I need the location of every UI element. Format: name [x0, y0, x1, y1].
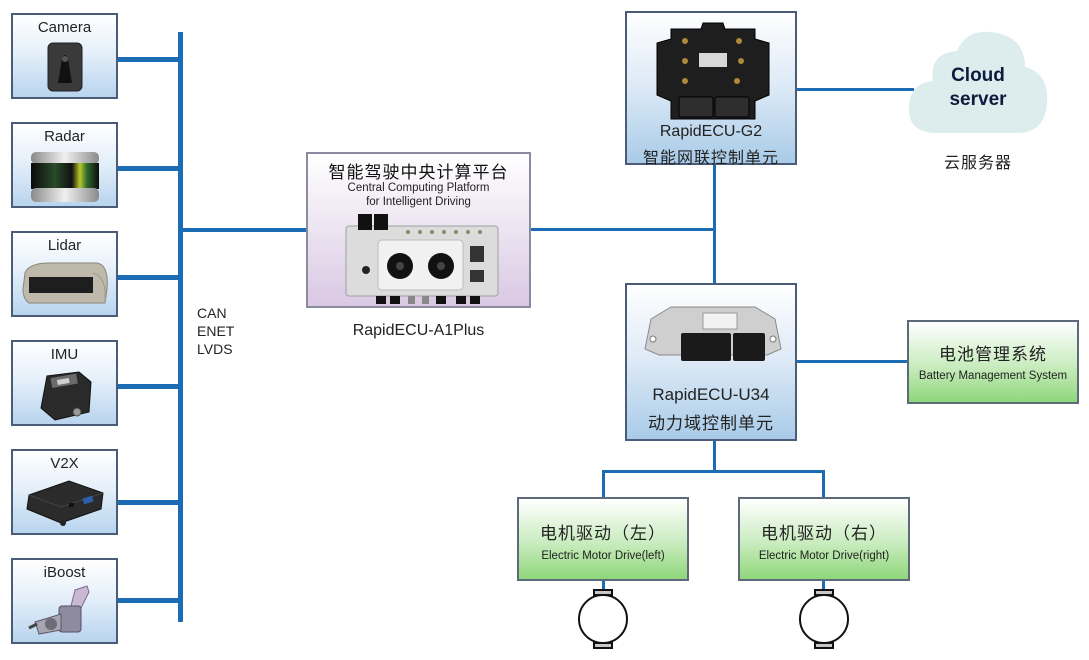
rapidecu-u34[interactable]: RapidECU-U34 动力域控制单元 — [625, 283, 797, 441]
bus-link-v2x — [118, 500, 180, 505]
motor-drive-left-title-en: Electric Motor Drive(left) — [541, 550, 665, 562]
motor-drive-left[interactable]: 电机驱动（左） Electric Motor Drive(left) — [517, 497, 689, 581]
central-title-en-1: Central Computing Platform — [347, 182, 490, 194]
battery-management-system[interactable]: 电池管理系统 Battery Management System — [907, 320, 1079, 404]
link-g2-u34 — [713, 165, 716, 283]
radar-icon — [30, 152, 99, 202]
motor-drive-left-title-cn: 电机驱动（左） — [540, 524, 666, 543]
central-computing-platform[interactable]: 智能驾驶中央计算平台 Central Computing Platform fo… — [306, 152, 531, 308]
central-title-cn: 智能驾驶中央计算平台 — [328, 163, 509, 182]
imu-icon — [39, 371, 92, 421]
sensor-iboost[interactable]: iBoost — [11, 558, 118, 644]
motor-right-icon — [799, 594, 849, 644]
bus-link-iboost — [118, 598, 180, 603]
link-u34-bms — [796, 360, 908, 363]
motor-drive-right-title-cn: 电机驱动（右） — [761, 524, 887, 543]
cloud-title-line1: Cloud — [951, 65, 1005, 86]
sensor-label: iBoost — [43, 564, 86, 581]
link-g2-cloud — [796, 88, 914, 91]
motor-left-bottom-cap — [593, 642, 613, 649]
protocol-lvds: LVDS — [197, 341, 233, 357]
motor-right-bottom-cap — [814, 642, 834, 649]
link-motor-left — [602, 580, 605, 590]
g2-desc-cn: 智能网联控制单元 — [642, 150, 779, 167]
g2-ecu-icon — [656, 22, 770, 120]
u34-model-label: RapidECU-U34 — [652, 385, 770, 404]
bus-link-central — [180, 228, 307, 232]
cloud-label-cn: 云服务器 — [943, 155, 1012, 172]
u34-ecu-icon — [644, 306, 782, 361]
sensor-label: IMU — [50, 346, 79, 363]
rapidecu-g2[interactable]: RapidECU-G2 智能网联控制单元 — [625, 11, 797, 167]
sensor-label: Radar — [44, 128, 85, 145]
sensor-radar[interactable]: Radar — [11, 122, 118, 208]
iboost-icon — [27, 585, 90, 635]
link-u34-down — [713, 440, 716, 472]
sensor-camera[interactable]: Camera — [11, 13, 118, 99]
sensor-label: V2X — [50, 455, 79, 472]
sensor-lidar[interactable]: Lidar — [11, 231, 118, 317]
bus-link-lidar — [118, 275, 180, 280]
bus-link-imu — [118, 384, 180, 389]
sensor-v2x[interactable]: V2X — [11, 449, 118, 535]
central-model-label: RapidECU-A1Plus — [352, 322, 485, 339]
link-branch-right — [822, 470, 825, 498]
central-title-en-2: for Intelligent Driving — [366, 196, 471, 208]
sensor-imu[interactable]: IMU — [11, 340, 118, 426]
main-bus-line — [178, 32, 183, 622]
u34-desc-cn: 动力域控制单元 — [648, 414, 774, 433]
link-motor-right — [822, 580, 825, 590]
bus-link-radar — [118, 166, 180, 171]
cloud-title: Cloud server — [905, 64, 1051, 112]
link-central-to-trunk — [530, 228, 716, 231]
protocol-can: CAN — [197, 305, 227, 321]
motor-drive-right[interactable]: 电机驱动（右） Electric Motor Drive(right) — [738, 497, 910, 581]
v2x-icon — [25, 480, 104, 526]
bus-protocols: CAN ENET LVDS — [197, 304, 234, 358]
protocol-enet: ENET — [197, 323, 235, 339]
sensor-label: Lidar — [47, 237, 82, 254]
bms-title-cn: 电池管理系统 — [939, 345, 1047, 364]
motor-left-icon — [578, 594, 628, 644]
lidar-icon — [21, 262, 108, 304]
link-motor-branch — [602, 470, 825, 473]
cloud-title-line2: server — [949, 89, 1007, 110]
link-branch-left — [602, 470, 605, 498]
central-ecu-icon — [345, 214, 499, 304]
g2-model-label: RapidECU-G2 — [659, 123, 763, 140]
motor-drive-right-title-en: Electric Motor Drive(right) — [758, 550, 890, 562]
bms-title-en: Battery Management System — [918, 370, 1068, 382]
camera-icon — [47, 42, 82, 92]
sensor-label: Camera — [37, 19, 92, 36]
cloud-icon — [908, 31, 1048, 133]
bus-link-camera — [118, 57, 180, 62]
